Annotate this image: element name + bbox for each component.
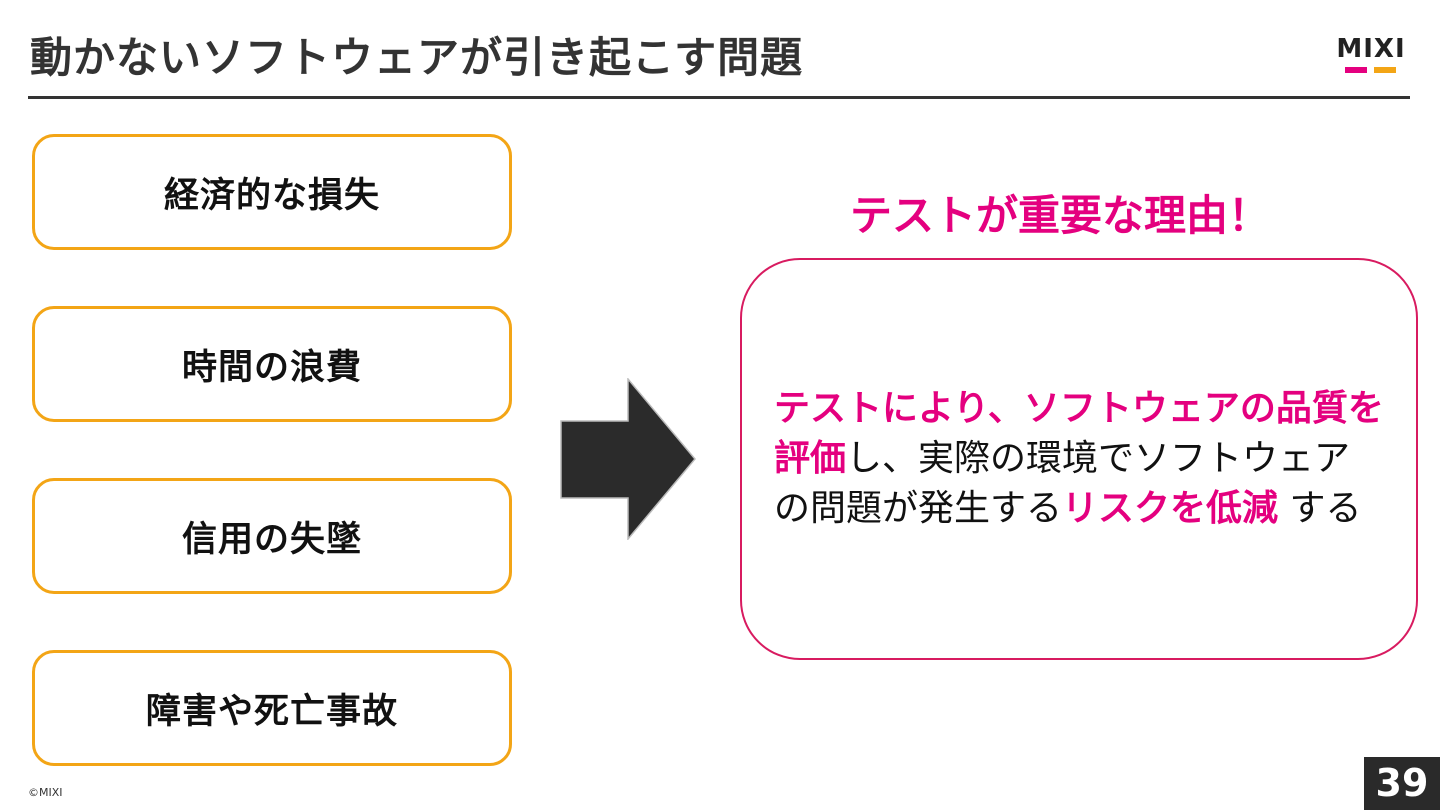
- reason-highlight: リスクを低減: [1062, 488, 1279, 529]
- reason-box: [740, 258, 1418, 660]
- mixi-logo: MIXI: [1330, 36, 1412, 76]
- problem-box-time-waste: 時間の浪費: [32, 306, 512, 422]
- problem-label: 経済的な損失: [163, 175, 380, 216]
- problem-label: 障害や死亡事故: [145, 691, 398, 732]
- logo-orange-bar: [1374, 67, 1396, 73]
- reason-highlight: 評価: [774, 438, 847, 479]
- right-arrow-icon: [560, 378, 696, 540]
- reason-text-normal: し、実際の環境でソフトウェア: [846, 438, 1351, 479]
- problem-label: 時間の浪費: [181, 347, 362, 388]
- reason-highlight: テストにより、ソフトウェアの品質を: [774, 388, 1384, 429]
- logo-pink-bar: [1345, 67, 1367, 73]
- reason-text-normal: の問題が発生する: [774, 488, 1063, 529]
- copyright: ©MIXI: [28, 786, 63, 799]
- reason-text: テストにより、ソフトウェアの品質を 評価し、実際の環境でソフトウェア の問題が発…: [774, 384, 1394, 534]
- reason-text-normal: する: [1278, 488, 1362, 529]
- problem-box-economic-loss: 経済的な損失: [32, 134, 512, 250]
- problem-box-accidents: 障害や死亡事故: [32, 650, 512, 766]
- problem-label: 信用の失墜: [181, 519, 362, 560]
- slide-title: 動かないソフトウェアが引き起こす問題: [30, 33, 804, 82]
- reason-line-3: の問題が発生するリスクを低減 する: [774, 484, 1394, 534]
- logo-text: MIXI: [1336, 34, 1406, 64]
- title-divider: [28, 96, 1410, 99]
- reason-line-1: テストにより、ソフトウェアの品質を: [774, 384, 1394, 434]
- page-number: 39: [1364, 757, 1440, 810]
- reason-line-2: 評価し、実際の環境でソフトウェア: [774, 434, 1394, 484]
- reason-heading: テストが重要な理由！: [849, 191, 1270, 240]
- problem-box-loss-of-trust: 信用の失墜: [32, 478, 512, 594]
